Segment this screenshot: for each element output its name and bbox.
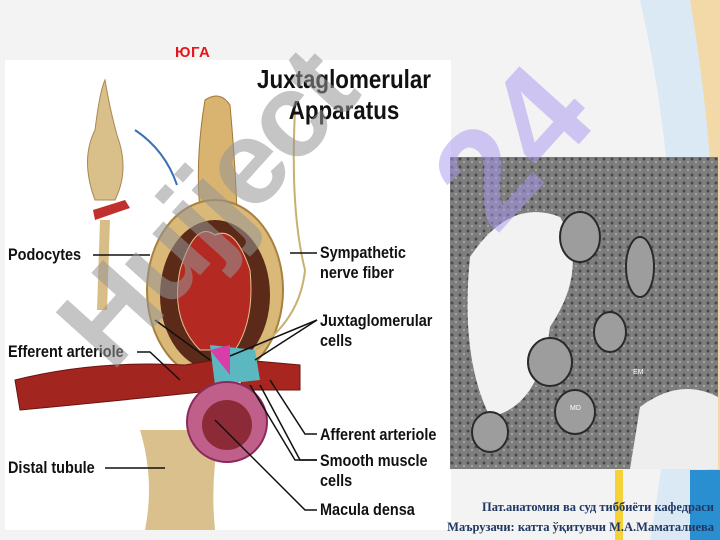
label-distal-tubule: Distal tubule <box>8 458 95 477</box>
label-line: nerve fiber <box>320 263 394 282</box>
label-sympathetic-nerve-fiber: Sympathetic nerve fiber <box>320 243 406 283</box>
label-juxtaglomerular-cells: Juxtaglomerular cells <box>320 311 432 351</box>
micrograph-image: EM MD <box>450 157 718 469</box>
label-macula-densa: Macula densa <box>320 500 415 519</box>
label-line: Juxtaglomerular <box>320 311 433 330</box>
footer-lecturer: Маърузачи: катта ўқитувчи М.А.Маматалиев… <box>447 520 714 534</box>
jga-illustration <box>5 60 451 530</box>
slide-tag: ЮГА <box>175 44 211 61</box>
label-efferent-arteriole: Efferent arteriole <box>8 342 124 361</box>
title-line-2: Apparatus <box>288 95 400 125</box>
label-line: cells <box>320 471 353 490</box>
kidney-anatomy-drawing <box>14 78 318 530</box>
electron-micrograph: EM MD <box>450 157 718 469</box>
label-smooth-muscle-cells: Smooth muscle cells <box>320 451 428 491</box>
slide-footer: Пат.анатомия ва суд тиббиёти кафедраси М… <box>447 497 714 537</box>
label-podocytes: Podocytes <box>8 245 82 264</box>
label-line: Smooth muscle <box>320 451 428 470</box>
footer-department: Пат.анатомия ва суд тиббиёти кафедраси <box>482 500 714 514</box>
label-line: cells <box>320 331 353 350</box>
micrograph-label-em: EM <box>633 369 644 376</box>
figure-title: Juxtaglomerular Apparatus <box>253 64 435 126</box>
title-line-1: Juxtaglomerular <box>257 64 431 94</box>
label-afferent-arteriole: Afferent arteriole <box>320 425 437 444</box>
micrograph-label-md: MD <box>570 405 581 412</box>
label-line: Sympathetic <box>320 243 406 262</box>
